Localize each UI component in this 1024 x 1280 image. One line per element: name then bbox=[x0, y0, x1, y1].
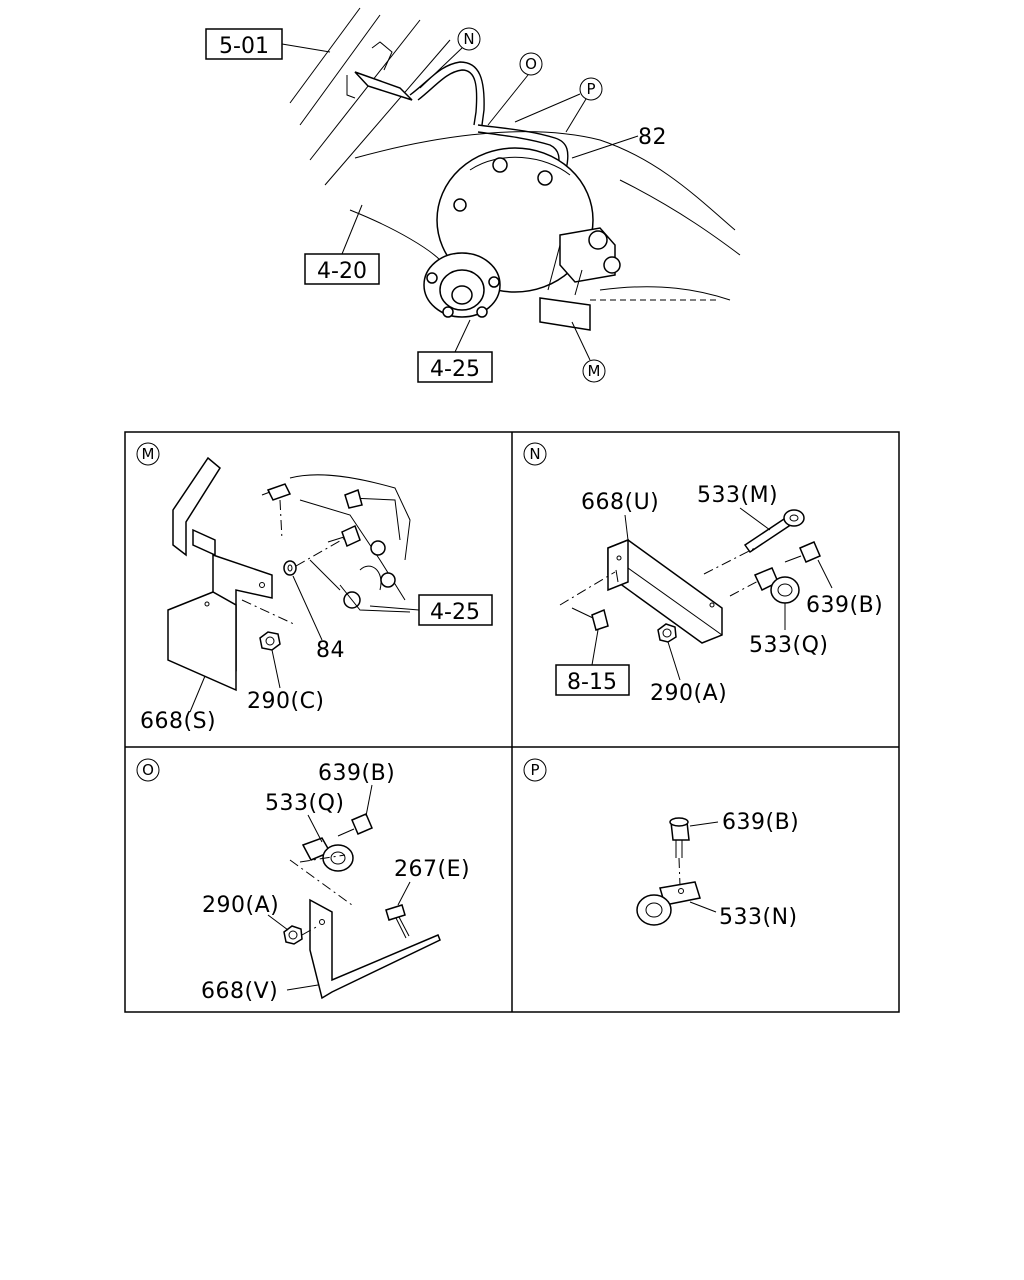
panel-p-badge: P bbox=[523, 758, 547, 782]
svg-text:M: M bbox=[588, 362, 601, 380]
label-84: 84 bbox=[316, 638, 345, 663]
callout-p[interactable]: P bbox=[579, 77, 603, 101]
svg-text:4-20: 4-20 bbox=[317, 259, 367, 284]
panel-m: M bbox=[136, 442, 493, 734]
label-639-b-n: 639(B) bbox=[806, 593, 883, 618]
panel-n: N 668(U) 533(M) 639(B) bbox=[523, 442, 883, 706]
label-533-m: 533(M) bbox=[697, 483, 778, 508]
panel-o-badge: O bbox=[136, 758, 160, 782]
svg-text:O: O bbox=[142, 761, 154, 779]
panel-p: P 639(B) 533(N) bbox=[523, 758, 799, 930]
panel-m-ref-box-4-25[interactable]: 4-25 bbox=[418, 594, 493, 626]
svg-text:N: N bbox=[463, 30, 474, 48]
label-290-c: 290(C) bbox=[247, 689, 325, 714]
panel-n-badge: N bbox=[523, 442, 547, 466]
svg-text:8-15: 8-15 bbox=[567, 670, 617, 695]
label-668-u: 668(U) bbox=[581, 490, 659, 515]
label-639-b-p: 639(B) bbox=[722, 810, 799, 835]
label-533-q-n: 533(Q) bbox=[749, 633, 828, 658]
svg-text:P: P bbox=[586, 80, 595, 98]
callout-n[interactable]: N bbox=[457, 27, 481, 51]
ref-box-4-25[interactable]: 4-25 bbox=[417, 351, 493, 383]
svg-text:N: N bbox=[529, 445, 540, 463]
svg-text:O: O bbox=[525, 55, 537, 73]
panel-m-badge: M bbox=[136, 442, 160, 466]
label-533-q-o: 533(Q) bbox=[265, 791, 344, 816]
svg-text:4-25: 4-25 bbox=[430, 357, 480, 382]
callout-o[interactable]: O bbox=[519, 52, 543, 76]
callout-m[interactable]: M bbox=[582, 359, 606, 383]
label-668-s: 668(S) bbox=[140, 709, 216, 734]
ref-box-4-20[interactable]: 4-20 bbox=[304, 253, 380, 285]
svg-text:P: P bbox=[530, 761, 539, 779]
label-290-a-o: 290(A) bbox=[202, 893, 279, 918]
label-290-a-n: 290(A) bbox=[650, 681, 727, 706]
ref-box-5-01[interactable]: 5-01 bbox=[205, 28, 283, 60]
panel-n-ref-box-8-15[interactable]: 8-15 bbox=[555, 664, 630, 696]
detail-grid bbox=[124, 431, 900, 1013]
label-639-b-o: 639(B) bbox=[318, 761, 395, 786]
label-82: 82 bbox=[638, 125, 667, 150]
panel-o: O 639(B) 533(Q) 267(E) 290(A) 668(V) bbox=[136, 758, 470, 1004]
label-668-v: 668(V) bbox=[201, 979, 278, 1004]
label-267-e: 267(E) bbox=[394, 857, 470, 882]
svg-text:4-25: 4-25 bbox=[430, 600, 480, 625]
svg-text:M: M bbox=[142, 445, 155, 463]
overview-illustration bbox=[289, 7, 741, 331]
label-533-n: 533(N) bbox=[719, 905, 798, 930]
svg-text:5-01: 5-01 bbox=[219, 34, 269, 59]
